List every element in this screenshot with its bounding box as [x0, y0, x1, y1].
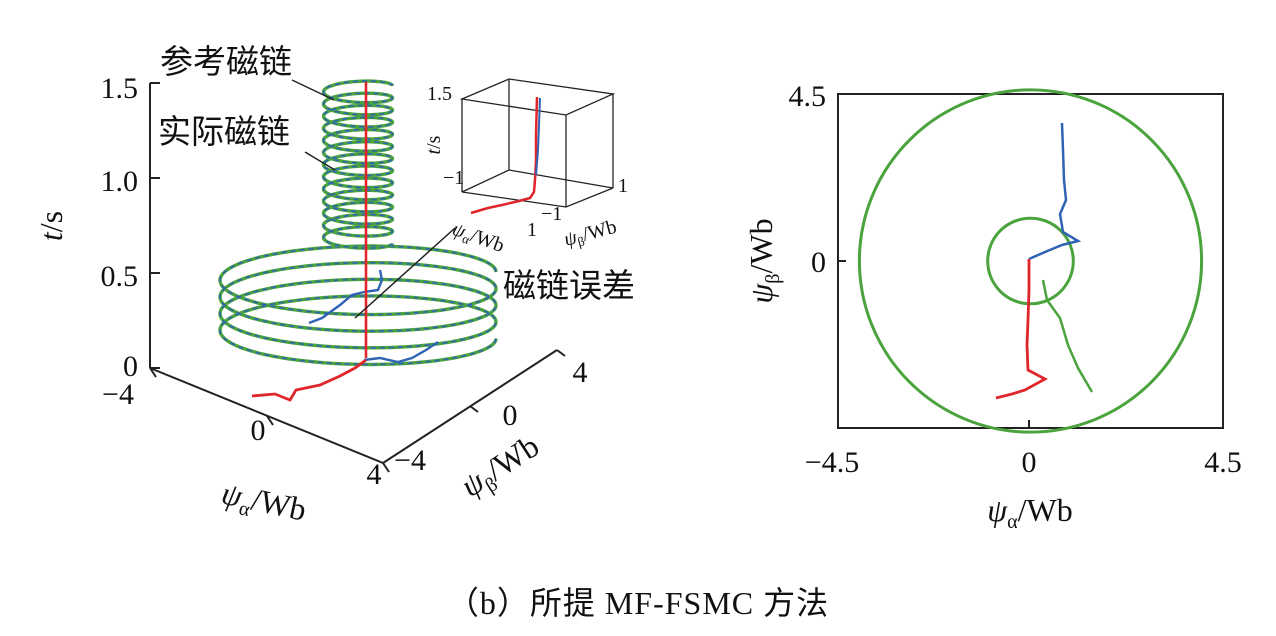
inset-y-tick-label: 1	[618, 175, 628, 197]
z-tick-label: 0.5	[101, 260, 139, 293]
y-tick	[469, 405, 479, 413]
x-tick	[382, 462, 390, 473]
annotation-leader	[304, 151, 336, 171]
x-tick-label: 4.5	[1204, 446, 1242, 479]
y-tick-label: 4.5	[789, 80, 827, 113]
y-tick-label: 4	[573, 356, 588, 389]
x-tick-label: −4	[102, 378, 134, 411]
inset-x-tick-label: 1	[527, 219, 537, 241]
actual-transition-curve	[1041, 279, 1094, 393]
inset-actual-curve	[535, 97, 541, 176]
helix-series	[218, 79, 498, 402]
annotation-actual: 实际磁链	[158, 112, 290, 151]
reference-circle-outer	[857, 88, 1204, 434]
inset-y-tick-label: −1	[541, 203, 562, 225]
plot-2d-frame	[837, 93, 1224, 429]
x-axis-line	[149, 367, 384, 464]
annotation-leader	[354, 227, 456, 319]
z-tick-label: 1.0	[101, 165, 139, 198]
y-axis-label: ψβ/Wb	[454, 427, 548, 508]
z-tick-label: 0	[123, 350, 138, 383]
x-axis-label: ψα/Wb	[987, 492, 1072, 533]
inset-plot: 1.5 t/s −1 1 −1 1 ψα/Wb ψβ/Wb	[423, 78, 628, 257]
inset-x-tick-label: −1	[443, 167, 464, 189]
x-axis-label: ψα/Wb	[218, 475, 310, 533]
figure-caption: （b）所提 MF-FSMC 方法	[446, 585, 830, 621]
y-axis-label: ψβ/Wb	[743, 218, 784, 303]
reference-helix-1	[321, 79, 395, 250]
inset-z-tick-label: 1.5	[427, 83, 452, 105]
reference-circle-inner	[986, 216, 1075, 306]
error-base-curve	[251, 358, 367, 402]
x-tick	[149, 367, 157, 378]
inset-error-curve	[470, 96, 539, 215]
x-tick-label: 4	[367, 458, 382, 491]
annotation-reference: 参考磁链	[160, 42, 292, 81]
plot-3d: 1.5 1.0 0.5 0 t/s −4 0 4 ψα/Wb −4 0 4 ψβ…	[33, 42, 635, 533]
actual-transition-curve	[363, 341, 439, 364]
y-tick-label: 0	[503, 399, 518, 432]
annotation-leader	[291, 79, 335, 101]
x-tick-label: −4.5	[805, 446, 859, 479]
actual-flux-curve	[1028, 122, 1082, 261]
y-tick-label: −4	[394, 444, 426, 477]
y-tick-label: 0	[811, 246, 826, 279]
x-tick-label: 0	[251, 414, 266, 447]
plot-2d: −4.5 0 4.5 4.5 0 ψα/Wb ψβ/Wb	[743, 80, 1242, 533]
x-tick-label: 0	[1022, 446, 1037, 479]
inset-z-axis-label: t/s	[423, 135, 445, 154]
actual-transition-curve	[308, 269, 384, 325]
z-tick-label: 1.5	[101, 72, 139, 105]
annotation-error: 磁链误差	[503, 266, 635, 305]
reference-helix-0	[218, 244, 498, 367]
figure-svg: 1.5 1.0 0.5 0 t/s −4 0 4 ψα/Wb −4 0 4 ψβ…	[33, 42, 1242, 533]
error-flux-curve	[995, 259, 1048, 400]
z-axis-label: t/s	[33, 211, 69, 241]
x-tick	[266, 415, 274, 426]
inset-y-axis-label: ψβ/Wb	[562, 216, 620, 253]
actual-helix-0	[219, 245, 497, 366]
y-tick	[556, 349, 566, 357]
inset-box	[459, 78, 616, 208]
